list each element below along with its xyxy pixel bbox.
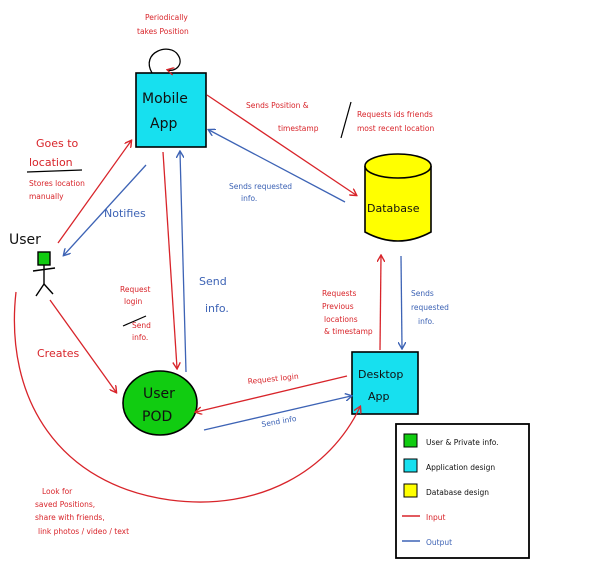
requests-ids-line1: Requests ids friends	[357, 110, 433, 119]
legend: User & Private info. Application designDa…	[395, 423, 530, 559]
sends-position-line1: Sends Position &	[246, 101, 309, 110]
legend-label-0: User & Private info.	[426, 438, 499, 447]
mobile-to-user-arrow	[64, 164, 147, 255]
database-to-mobile-arrow	[209, 130, 346, 203]
user-actor: User	[9, 232, 56, 297]
user-pod-label-line2: POD	[142, 409, 172, 425]
mobile-to-pod-arrow	[162, 151, 177, 368]
legend-label-3: Input	[426, 513, 445, 522]
user-pod-node: User POD	[122, 370, 198, 436]
requests-previous-line4: & timestamp	[324, 327, 373, 336]
database-to-desktop-arrow	[401, 255, 402, 348]
user-pod-label-line1: User	[143, 386, 175, 402]
send-info-vertical-line1: Send	[199, 275, 227, 288]
look-for-line1: Look for	[42, 487, 73, 496]
periodically-line2: takes Position	[137, 27, 189, 36]
periodically-loop	[148, 48, 181, 73]
mobile-to-database-arrow	[206, 94, 356, 195]
look-for-line2: saved Positions,	[35, 500, 95, 509]
desktop-app-label-line1: Desktop	[358, 368, 403, 381]
sends-requested-top-line1: Sends requested	[229, 182, 292, 191]
user-to-pod-arrow	[49, 299, 116, 392]
desktop-app-label-line2: App	[368, 390, 390, 403]
database-node: Database	[364, 153, 432, 242]
user-to-mobile-arrow	[57, 141, 131, 244]
legend-label-4: Output	[426, 538, 452, 547]
sends-requested-top-line2: info.	[241, 194, 257, 203]
user-actor-label: User	[9, 232, 41, 248]
sends-position-line2: timestamp	[278, 124, 319, 133]
look-for-line3: share with friends,	[35, 513, 105, 522]
legend-label-1: Application design	[426, 463, 495, 472]
database-label: Database	[367, 202, 420, 215]
send-info-left-line1: Send	[132, 321, 151, 330]
pod-to-mobile-arrow	[180, 152, 187, 373]
stores-location-line1: Stores location	[29, 179, 85, 188]
legend-swatch-1	[403, 458, 418, 473]
legend-swatch-0	[403, 433, 418, 448]
send-info-vertical-line2: info.	[205, 302, 229, 315]
sends-requested-right-line3: info.	[418, 317, 434, 326]
goes-to-line2: location	[29, 156, 73, 169]
creates-label: Creates	[37, 347, 80, 360]
stores-location-line2: manually	[29, 192, 64, 201]
requests-previous-line1: Requests	[322, 289, 356, 298]
requests-previous-line2: Previous	[322, 302, 354, 311]
goes-to-line1: Goes to	[36, 137, 79, 150]
legend-box	[395, 423, 530, 559]
look-for-line4: link photos / video / text	[38, 527, 129, 536]
requests-ids-line2: most recent location	[357, 124, 434, 133]
pod-to-desktop-arrow	[203, 396, 351, 431]
periodically-line1: Periodically	[145, 13, 188, 22]
legend-swatch-2	[403, 483, 418, 498]
notifies-label: Notifies	[104, 207, 146, 220]
request-login-left-line2: login	[124, 297, 143, 306]
desktop-to-pod-arrow	[196, 375, 348, 412]
mobile-app-node: Mobile App	[135, 72, 207, 148]
user-to-desktop-arrow	[13, 291, 360, 503]
legend-label-2: Database design	[426, 488, 489, 497]
desktop-to-database-arrow	[380, 256, 381, 351]
requests-previous-line3: locations	[324, 315, 358, 324]
request-login-bottom-label: Request login	[247, 372, 299, 386]
request-login-left-line1: Request	[120, 285, 151, 294]
sends-requested-right-line1: Sends	[411, 289, 434, 298]
user-head	[37, 251, 51, 266]
send-info-left-line2: info.	[132, 333, 148, 342]
desktop-app-node: Desktop App	[351, 351, 419, 415]
mobile-app-label-line1: Mobile	[142, 91, 188, 107]
sends-requested-right-line2: requested	[411, 303, 449, 312]
mobile-app-label-line2: App	[150, 116, 177, 132]
